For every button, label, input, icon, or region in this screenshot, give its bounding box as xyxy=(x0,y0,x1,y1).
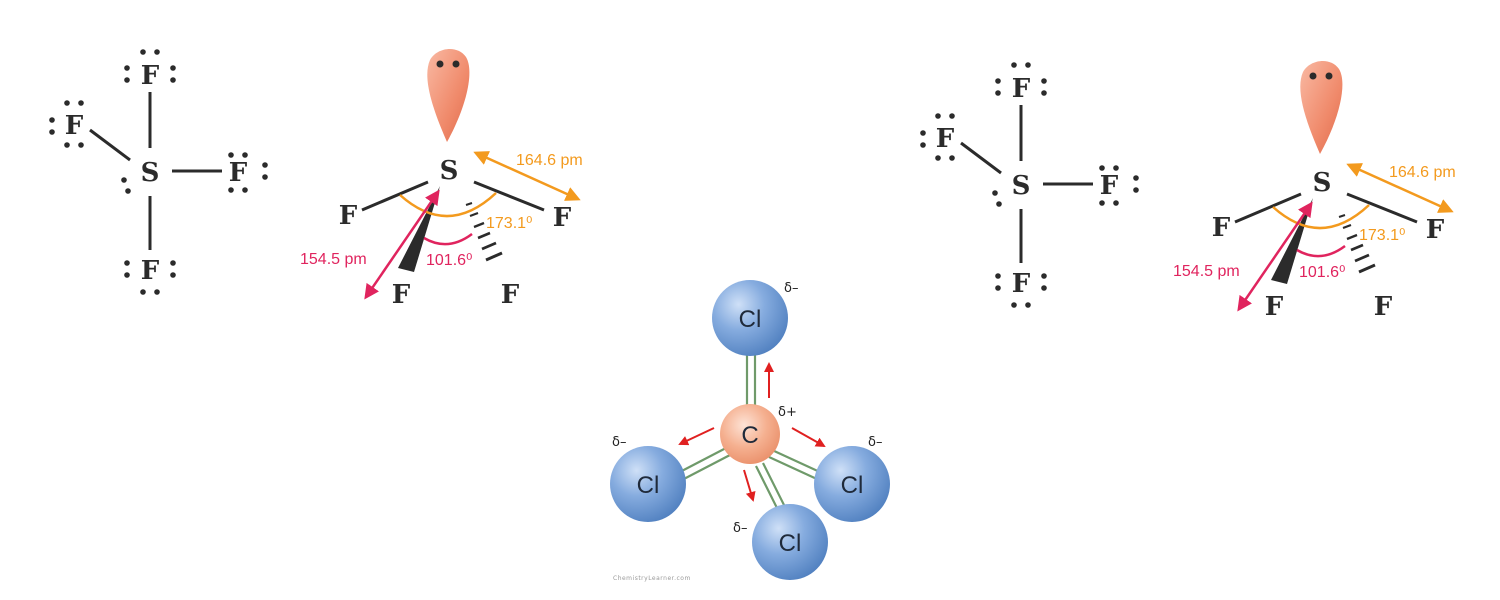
lone-pair-dots xyxy=(49,49,268,295)
bond-left xyxy=(89,128,131,162)
partial-charge-top: δ– xyxy=(784,281,798,296)
axial-angle-arc xyxy=(399,192,497,218)
chlorine-label-bottom: Cl xyxy=(779,530,802,557)
lewis-ligand-bottom: F xyxy=(141,256,160,286)
carbon-label: C xyxy=(741,422,758,449)
bond-axial-left xyxy=(1234,192,1302,224)
axial-angle-label: 173.1⁰ xyxy=(1359,227,1405,244)
lewis-ligand-bottom: F xyxy=(1012,269,1031,299)
axial-bond-length-label: 164.6 pm xyxy=(1389,164,1456,181)
carbon-atom xyxy=(720,404,780,464)
seesaw-geometry-left: S F F F F 164.6 pm 154.5 pm 173.1⁰ 101.6… xyxy=(300,48,583,310)
lewis-central-atom: S xyxy=(1012,171,1031,201)
lone-pair-dots xyxy=(920,62,1139,308)
lewis-ligand-right: F xyxy=(229,158,248,188)
lewis-ligand-top: F xyxy=(1012,74,1031,104)
partial-charge-carbon: δ+ xyxy=(778,405,797,420)
lone-pair-lobe xyxy=(427,48,470,142)
lewis-ligand-left: F xyxy=(936,124,955,154)
seesaw-ligand-right: F xyxy=(1426,215,1445,245)
bond-axial-right xyxy=(473,180,545,212)
partial-charge-right: δ– xyxy=(868,435,882,450)
axial-angle-label: 173.1⁰ xyxy=(486,215,532,232)
axial-length-arrow xyxy=(473,151,581,201)
seesaw-ligand-wedge: F xyxy=(392,280,411,310)
chlorine-label-right: Cl xyxy=(841,472,864,499)
equatorial-angle-label: 101.6⁰ xyxy=(426,252,472,269)
seesaw-central-atom: S xyxy=(1313,168,1332,198)
seesaw-ligand-left: F xyxy=(1212,213,1231,243)
hash-bond xyxy=(465,202,503,262)
seesaw-geometry-right: S F F F F 164.6 pm 154.5 pm 173.1⁰ 101.6… xyxy=(1173,60,1456,322)
chlorine-atom-top xyxy=(712,280,788,356)
seesaw-central-atom: S xyxy=(440,156,459,186)
equatorial-bond-length-label: 154.5 pm xyxy=(300,251,367,268)
lewis-ligand-right: F xyxy=(1100,171,1119,201)
lewis-ligand-left: F xyxy=(65,111,84,141)
lewis-structure-left: S F F F F xyxy=(49,49,268,295)
chlorine-atom-right xyxy=(814,446,890,522)
equatorial-length-arrow xyxy=(1237,201,1313,312)
lewis-bonds xyxy=(960,105,1093,263)
chlorine-atom-left xyxy=(610,446,686,522)
equatorial-angle-arc xyxy=(1296,244,1346,258)
seesaw-ligand-hash: F xyxy=(501,280,520,310)
seesaw-ligand-left: F xyxy=(339,201,358,231)
partial-charge-bottom: δ– xyxy=(733,521,747,536)
hash-bond xyxy=(1338,214,1376,274)
partial-charge-left: δ– xyxy=(612,435,626,450)
axial-bond-length-label: 164.6 pm xyxy=(516,152,583,169)
ccl4-model: Cl Cl Cl Cl C δ+ δ– δ– δ– δ– ChemistryLe… xyxy=(610,280,890,582)
chlorine-atom-bottom xyxy=(752,504,828,580)
lewis-structure-right: S F F F F xyxy=(920,62,1139,308)
lewis-central-atom: S xyxy=(141,158,160,188)
lewis-ligand-top: F xyxy=(141,61,160,91)
seesaw-ligand-right: F xyxy=(553,203,572,233)
axial-length-arrow xyxy=(1346,163,1454,213)
equatorial-bond-length-label: 154.5 pm xyxy=(1173,263,1240,280)
equatorial-length-arrow xyxy=(364,189,440,300)
ccl4-bonds xyxy=(675,354,823,515)
equatorial-angle-arc xyxy=(423,232,473,246)
axial-angle-arc xyxy=(1272,204,1370,230)
bond-axial-right xyxy=(1346,192,1418,224)
credit-watermark: ChemistryLearner.com xyxy=(613,575,691,582)
lone-pair-lobe xyxy=(1300,60,1343,154)
seesaw-ligand-wedge: F xyxy=(1265,292,1284,322)
chlorine-label-top: Cl xyxy=(739,306,762,333)
bond-axial-left xyxy=(361,180,429,212)
chlorine-label-left: Cl xyxy=(637,472,660,499)
dipole-arrows xyxy=(678,362,826,502)
equatorial-angle-label: 101.6⁰ xyxy=(1299,264,1345,281)
seesaw-ligand-hash: F xyxy=(1374,292,1393,322)
lewis-bonds xyxy=(89,92,222,250)
